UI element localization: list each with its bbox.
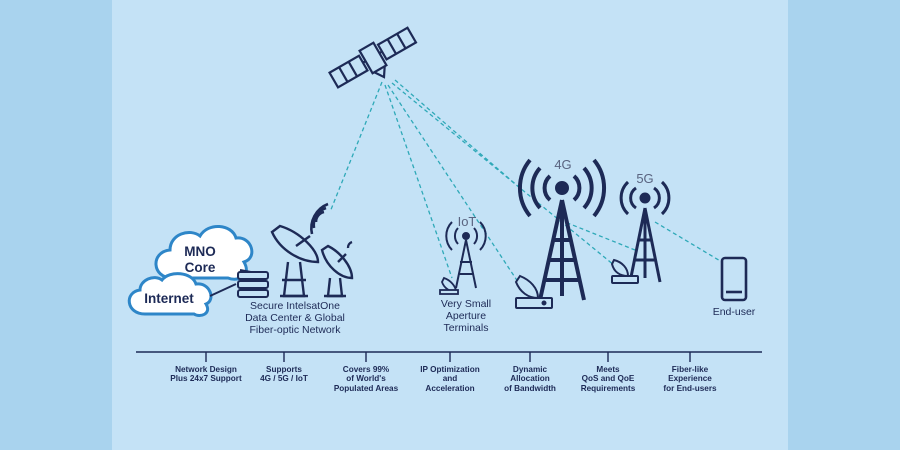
4g-label: 4G — [554, 157, 572, 172]
feature-coverage: Covers 99% of World's Populated Areas — [333, 365, 399, 393]
server-rack-icon — [237, 271, 269, 298]
mno-core-label: MNO Core — [184, 244, 216, 275]
internet-cloud — [127, 272, 213, 318]
feature-timeline — [136, 351, 762, 362]
feature-bandwidth: Dynamic Allocation of Bandwidth — [504, 365, 556, 393]
mno-core-cloud — [154, 225, 254, 281]
iot-label: IoT — [457, 214, 477, 229]
5g-vsat-terminal-icon — [610, 258, 639, 284]
satellite-links — [329, 79, 723, 289]
satellite-icon — [328, 26, 418, 89]
link-datacenter — [329, 81, 383, 213]
vsat-label: Very Small Aperture Terminals — [440, 298, 492, 335]
small-dish-icon — [320, 240, 354, 298]
smartphone-icon — [720, 256, 748, 302]
4g-vsat-terminal-icon — [514, 274, 553, 309]
link-iot — [384, 84, 453, 279]
internet-label: Internet — [144, 291, 194, 306]
signal-waves-icon — [310, 202, 329, 235]
link-4g-vsat — [387, 84, 523, 289]
5g-label: 5G — [636, 171, 654, 186]
datacenter-label: Secure IntelsatOne Data Center & Global … — [245, 300, 345, 337]
enduser-label: End-user — [712, 306, 756, 318]
feature-fiber-like: Fiber-like Experience for End-users — [663, 365, 717, 393]
link-towers — [394, 79, 521, 189]
iot-terminal-icon — [439, 276, 459, 295]
ground-station-dish-icon — [270, 224, 320, 298]
feature-qos-qoe: Meets QoS and QoE Requirements — [580, 365, 636, 393]
5g-tower-icon — [619, 180, 671, 283]
4g-tower-icon — [518, 158, 606, 301]
feature-network-design: Network Design Plus 24x7 Support — [170, 365, 242, 384]
link-enduser — [654, 221, 723, 263]
iot-tower-icon — [445, 221, 487, 289]
feature-ip-optimization: IP Optimization and Acceleration — [420, 365, 480, 393]
feature-supports-generations: Supports 4G / 5G / IoT — [260, 365, 308, 384]
